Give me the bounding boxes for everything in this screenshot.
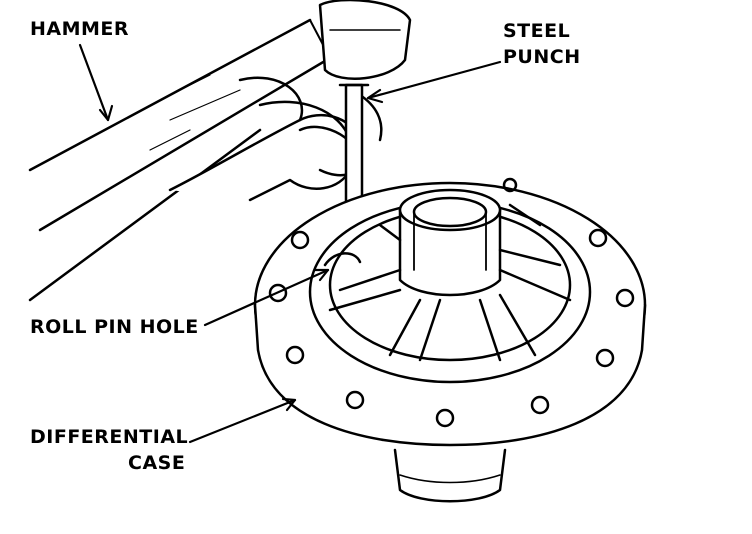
leader-lines	[78, 43, 502, 444]
steel-punch-label-line1: STEEL	[503, 20, 571, 42]
differential-case-label-line2: CASE	[128, 452, 186, 474]
differential-case-label-line1: DIFFERENTIAL	[30, 426, 189, 448]
differential-case	[253, 177, 647, 503]
hand	[168, 76, 383, 202]
steel-punch-label-line2: PUNCH	[503, 46, 581, 68]
hammer-label: HAMMER	[30, 18, 130, 40]
roll-pin-hole-label: ROLL PIN HOLE	[30, 316, 199, 338]
hammer	[28, 0, 412, 302]
